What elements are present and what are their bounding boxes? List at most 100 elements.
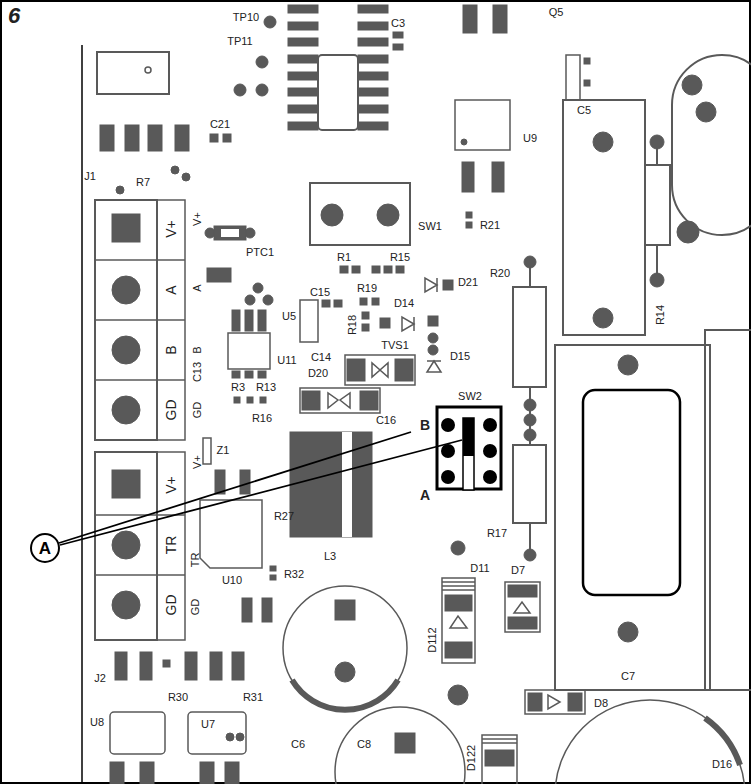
pad (362, 324, 369, 331)
pad (508, 585, 537, 597)
switch-slot (463, 418, 474, 490)
capacitor-body (583, 390, 680, 595)
pad (262, 598, 272, 622)
crystal-outline (672, 55, 751, 235)
part-label: C16 (376, 415, 396, 426)
ptc-window (221, 229, 239, 237)
pad (148, 125, 162, 151)
part-label: GD (164, 595, 178, 616)
small-part (207, 268, 231, 282)
switch-pin (441, 444, 455, 458)
part-label: R14 (655, 305, 666, 325)
ic-pin (288, 38, 318, 46)
pad (448, 685, 468, 705)
pad (260, 397, 266, 403)
switch-pin (483, 418, 497, 432)
relay-outline (97, 52, 169, 94)
pad (100, 125, 114, 151)
part-label: R1 (337, 252, 351, 263)
pad (393, 44, 403, 50)
part-label: D8 (594, 698, 608, 709)
part-label: V+ (192, 455, 203, 469)
pad (618, 622, 638, 642)
pad (395, 733, 415, 753)
part-label: Q5 (549, 7, 564, 18)
part-label: C8 (357, 739, 371, 750)
pad (225, 762, 239, 784)
pad (524, 429, 536, 441)
pad (463, 5, 477, 33)
pad (593, 132, 613, 152)
ic-pin (245, 371, 253, 378)
via (226, 733, 234, 741)
band (442, 585, 475, 587)
pad (682, 75, 702, 95)
part-label: U9 (523, 133, 537, 144)
part-label: PTC1 (246, 247, 274, 258)
pad (247, 397, 253, 403)
pad (650, 135, 664, 149)
pad (524, 549, 536, 561)
part-label: C5 (577, 105, 591, 116)
switch-pin (441, 470, 455, 484)
part-label: B (192, 346, 203, 353)
ic-pin (288, 88, 318, 96)
resistor-symbol (645, 165, 670, 245)
ic-outline (228, 333, 270, 369)
diode-symbol (548, 695, 560, 709)
pad (335, 662, 355, 682)
pad (210, 134, 218, 142)
band (442, 581, 475, 583)
leader-line (59, 432, 411, 543)
pad (372, 266, 380, 273)
pad (242, 598, 252, 622)
pad (493, 5, 507, 33)
dip-switch (437, 407, 501, 490)
resistor-symbol (513, 287, 546, 387)
board-edge (81, 45, 83, 784)
via (256, 84, 268, 96)
part-label: GD (164, 400, 178, 421)
pad (234, 397, 240, 403)
pad (302, 391, 320, 410)
part-label: R15 (390, 252, 410, 263)
figure-number: 6 (8, 5, 20, 27)
part-label: C7 (621, 671, 635, 682)
diode-outline (525, 690, 585, 714)
ic-pin (288, 55, 318, 63)
ic-pin (232, 310, 240, 331)
pad (163, 660, 170, 667)
switch-pin (483, 470, 497, 484)
switch-slider (463, 418, 474, 456)
callout-circle: A (30, 533, 60, 563)
part-label: R3 (231, 382, 245, 393)
part-label: U10 (222, 575, 242, 586)
part-label: R18 (347, 315, 358, 335)
band (442, 589, 475, 591)
pad (352, 266, 360, 273)
pad (360, 391, 378, 410)
resistor-symbol (513, 445, 546, 523)
part-label: U5 (282, 311, 296, 322)
part-label: J2 (94, 673, 106, 684)
via (234, 84, 246, 96)
capacitor-outline (283, 586, 407, 710)
part-label: A (192, 284, 203, 291)
pad (584, 80, 590, 86)
pad (445, 595, 472, 611)
band (482, 742, 517, 744)
ic-outline (110, 712, 165, 754)
transistor-outline (566, 55, 580, 100)
terminal-strip (157, 452, 185, 640)
terminal-pad (112, 276, 140, 304)
via (253, 283, 263, 293)
pad (200, 762, 214, 784)
pin-mark (145, 67, 151, 73)
part-label: B (420, 418, 430, 432)
terminal-pad (112, 214, 140, 242)
part-label: R27 (274, 511, 294, 522)
part-outline (555, 700, 745, 784)
pad (380, 318, 390, 328)
